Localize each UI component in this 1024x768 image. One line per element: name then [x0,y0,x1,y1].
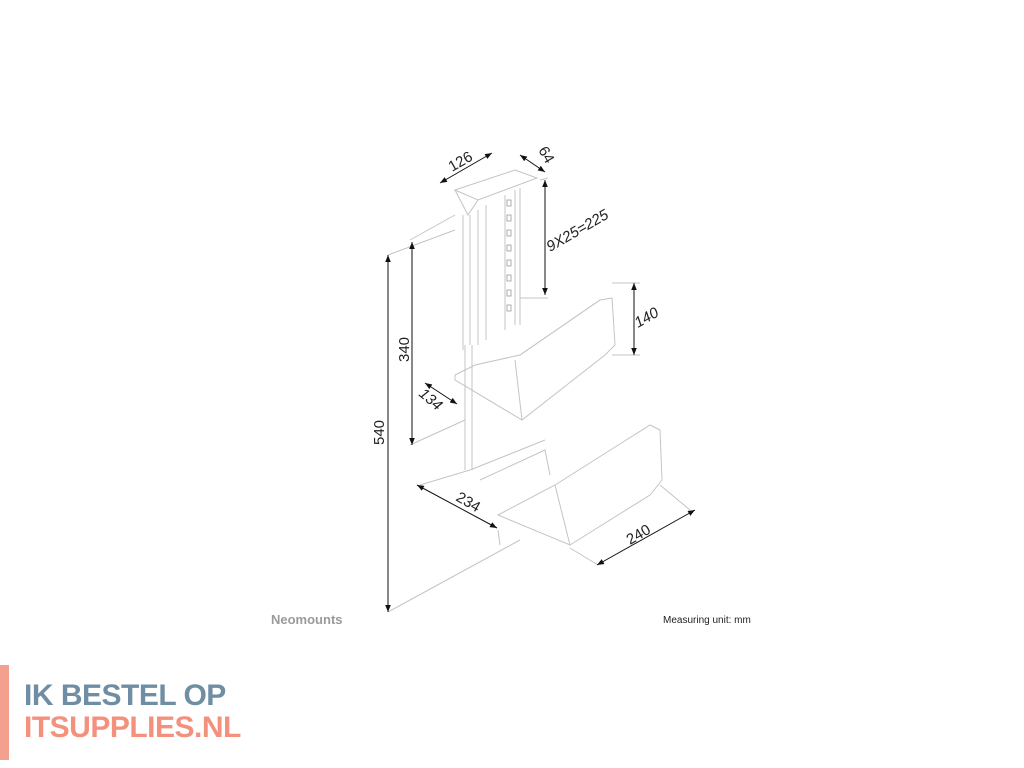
logo-line-2: ITSUPPLIES.NL [24,711,241,744]
logo-accent-bar [0,665,9,760]
dim-min-height: 340 [396,337,413,362]
measuring-unit-note: Measuring unit: mm [663,615,751,626]
dimension-lines [385,152,696,612]
dim-max-height: 540 [371,420,388,445]
logo-line-1: IK BESTEL OP [24,679,226,712]
dim-plate-depth: 64 [535,144,558,167]
retailer-logo: IK BESTEL OP ITSUPPLIES.NL [0,665,241,760]
dim-plate-width: 126 [446,148,476,175]
dimension-labels: 126 64 9X25=225 140 340 540 134 234 240 [371,144,662,549]
dim-width-range: 234 [453,489,483,516]
dim-side-height: 140 [632,304,663,332]
brand-name: Neomounts [271,612,343,627]
cpu-holder-outline [387,169,691,613]
dim-adjustment: 9X25=225 [544,206,613,255]
dim-length: 240 [624,521,654,548]
adjustment-slots [506,199,512,312]
dim-shelf-depth: 134 [415,385,445,414]
